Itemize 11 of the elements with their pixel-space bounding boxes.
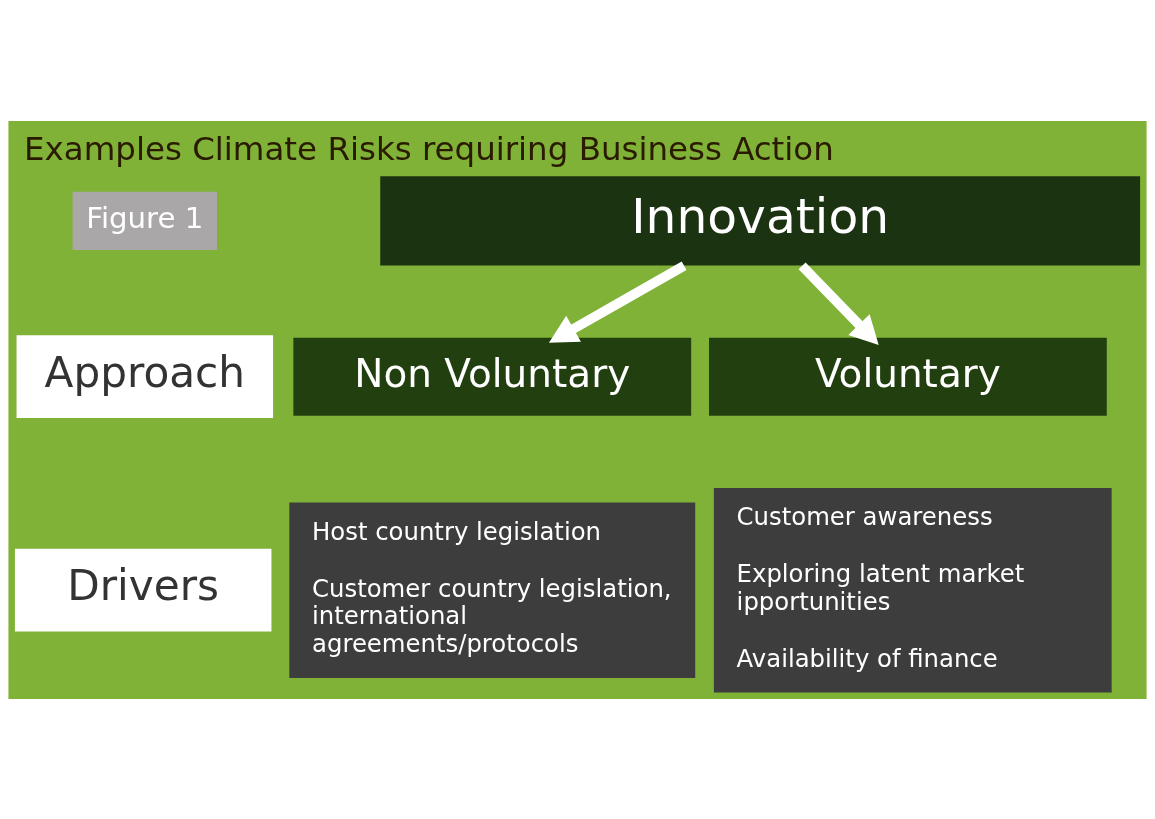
node-box: Drivers <box>14 548 272 632</box>
node-box: Innovation <box>380 175 1141 265</box>
arrow <box>798 261 879 345</box>
node-box: Voluntary <box>709 337 1107 416</box>
arrow <box>548 261 687 343</box>
label: Figure 1 <box>86 200 204 235</box>
node-box: Approach <box>16 334 274 418</box>
node-box: Host country legislation Customer country legislation, international agreements/protocols <box>289 502 696 678</box>
node-box: Non Voluntary <box>293 337 692 416</box>
node-box: Customer awareness Exploring latent market ipportunities Availability of finance <box>713 487 1112 692</box>
diagram-title: Examples Climate Risks requiring Business Action <box>24 129 834 168</box>
